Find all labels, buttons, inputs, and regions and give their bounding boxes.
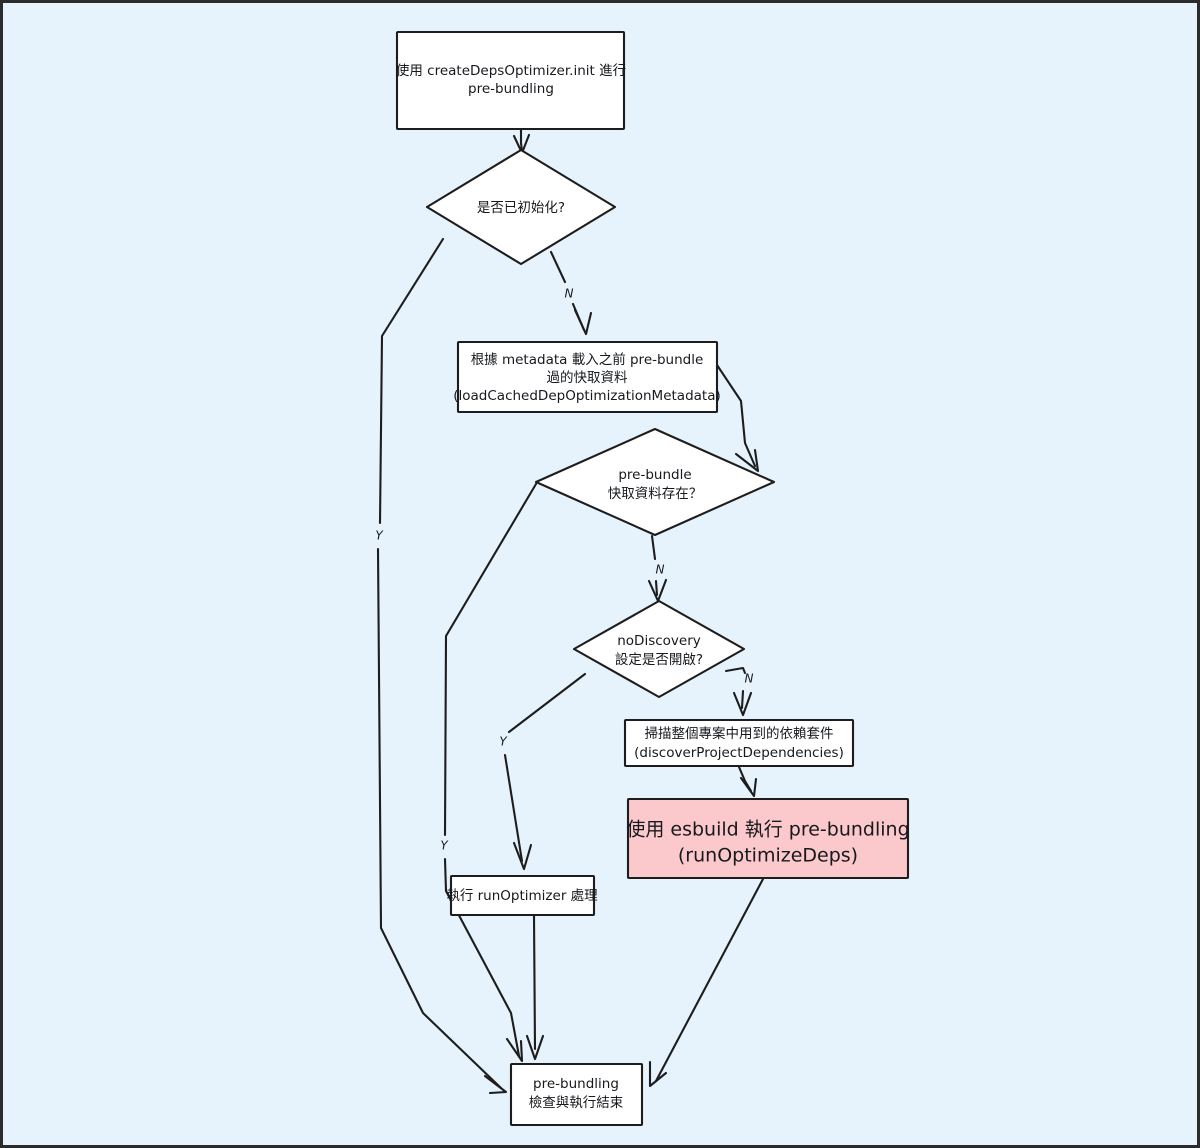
node-is-initialized[interactable]: 是否已初始化? bbox=[425, 148, 617, 266]
node-no-discovery-line-1: noDiscovery bbox=[617, 633, 701, 649]
edge-label-y-3: Y bbox=[499, 735, 508, 749]
node-cache-exists-line-1: pre-bundle bbox=[618, 467, 691, 483]
node-no-discovery[interactable]: noDiscovery 設定是否開啟? bbox=[572, 599, 746, 699]
node-discover-deps-line-2: (discoverProjectDependencies) bbox=[634, 745, 844, 761]
edge-cache-exists-no-to-no-discovery: N bbox=[647, 534, 668, 603]
node-run-optimize-deps[interactable]: 使用 esbuild 執行 pre-bundling (runOptimizeD… bbox=[626, 797, 910, 880]
node-run-optimizer[interactable]: 執行 runOptimizer 處理 bbox=[446, 874, 598, 917]
node-run-optimize-deps-line-1: 使用 esbuild 執行 pre-bundling bbox=[626, 819, 909, 841]
node-cache-exists-line-2: 快取資料存在？ bbox=[608, 486, 703, 502]
edge-no-discovery-yes-to-run-optimizer: Y bbox=[499, 672, 587, 871]
node-end-line-2: 檢查與執行結束 bbox=[529, 1094, 624, 1111]
node-run-optimize-deps-line-2: (runOptimizeDeps) bbox=[678, 845, 858, 867]
edge-is-initialized-no-to-load-metadata: N bbox=[549, 250, 593, 336]
node-start[interactable]: 使用 createDepsOptimizer.init 進行 pre-bundl… bbox=[396, 30, 626, 131]
node-discover-deps-line-1: 掃描整個專案中用到的依賴套件 bbox=[645, 725, 834, 742]
node-start-line-2: pre-bundling bbox=[468, 81, 554, 97]
edge-no-discovery-no-to-discover-deps: N bbox=[724, 666, 754, 717]
edge-label-y-2: Y bbox=[440, 839, 449, 853]
node-start-line-1: 使用 createDepsOptimizer.init 進行 bbox=[396, 62, 626, 79]
edge-is-initialized-yes-to-end: Y bbox=[375, 237, 508, 1095]
edge-run-optimize-deps-to-end bbox=[648, 877, 765, 1088]
edge-discover-deps-to-run-optimize-deps bbox=[737, 765, 758, 798]
edge-label-n-3: N bbox=[745, 672, 754, 686]
node-load-metadata[interactable]: 根據 metadata 載入之前 pre-bundle 過的快取資料 (load… bbox=[453, 340, 721, 414]
node-run-optimizer-label: 執行 runOptimizer 處理 bbox=[446, 888, 598, 904]
edge-run-optimizer-to-end bbox=[525, 914, 545, 1061]
flowchart-svg: N Y N Y bbox=[375, 30, 910, 1127]
node-layer: 使用 createDepsOptimizer.init 進行 pre-bundl… bbox=[396, 30, 910, 1127]
node-load-metadata-line-1: 根據 metadata 載入之前 pre-bundle bbox=[471, 351, 704, 368]
edge-load-metadata-to-cache-exists bbox=[715, 363, 760, 473]
node-load-metadata-line-2: 過的快取資料 bbox=[547, 370, 628, 386]
node-load-metadata-line-3: (loadCachedDepOptimizationMetadata) bbox=[453, 388, 721, 404]
edge-cache-exists-yes-to-end: Y bbox=[440, 482, 538, 1063]
node-end[interactable]: pre-bundling 檢查與執行結束 bbox=[509, 1062, 644, 1127]
node-no-discovery-line-2: 設定是否開啟? bbox=[615, 652, 703, 668]
edge-layer: N Y N Y bbox=[375, 128, 765, 1095]
edge-label-n-1: N bbox=[565, 287, 574, 301]
edge-label-n-2: N bbox=[656, 563, 665, 577]
node-cache-exists[interactable]: pre-bundle 快取資料存在？ bbox=[534, 427, 776, 537]
node-discover-deps[interactable]: 掃描整個專案中用到的依賴套件 (discoverProjectDependenc… bbox=[623, 718, 855, 768]
edge-label-y-1: Y bbox=[375, 529, 384, 543]
node-is-initialized-label: 是否已初始化? bbox=[477, 199, 565, 216]
node-end-line-1: pre-bundling bbox=[533, 1076, 619, 1092]
